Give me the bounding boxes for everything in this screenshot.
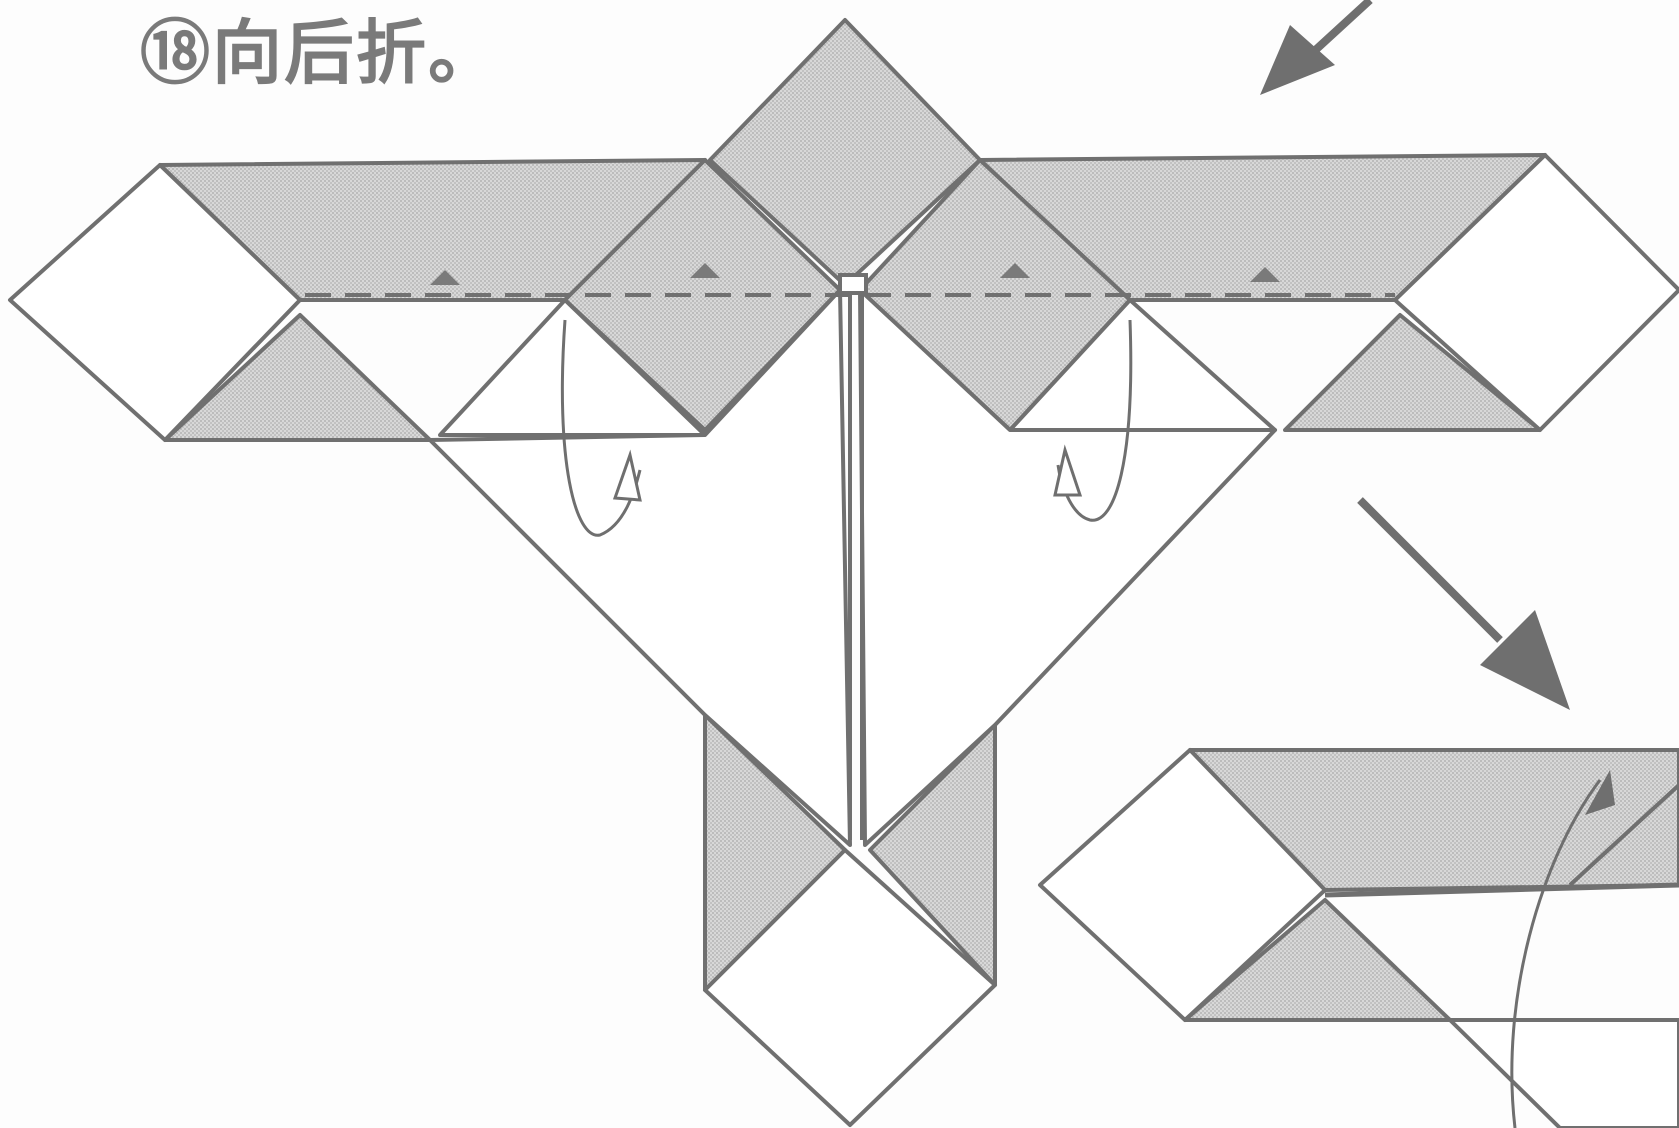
mountain-fold-markers: [430, 263, 1280, 285]
right-tail-strip: [868, 723, 997, 987]
triangle-marker-icon: [1250, 267, 1280, 282]
center-knot: [838, 273, 868, 295]
tail-diamond: [703, 848, 997, 1127]
next-fold-arrowhead: [1585, 770, 1615, 815]
left-wing-tip: [8, 163, 302, 442]
next-lower-triangle: [1183, 898, 1452, 1022]
next-step-figure: [1038, 748, 1679, 1128]
diagonal-arrow-icon: [1260, 0, 1373, 95]
left-lower-triangle: [163, 313, 432, 442]
next-lower-panel: [1448, 1018, 1679, 1128]
triangle-marker-icon: [1000, 263, 1030, 278]
left-body-panel: [428, 288, 852, 847]
diagonal-arrow-icon: [1357, 497, 1570, 710]
next-wing-tip: [1038, 748, 1327, 1022]
triangle-marker-icon: [430, 270, 460, 285]
left-white-triangle: [438, 298, 707, 437]
right-wing-tip: [1393, 153, 1679, 432]
triangle-marker-icon: [690, 263, 720, 278]
next-fold-arrow: [1510, 779, 1602, 1128]
left-inner-diamond: [563, 158, 842, 432]
right-lower-triangle: [1283, 313, 1542, 432]
valley-fold-back-arrow-icon: [560, 319, 1133, 537]
step-title: ⑱向后折。: [140, 12, 500, 94]
